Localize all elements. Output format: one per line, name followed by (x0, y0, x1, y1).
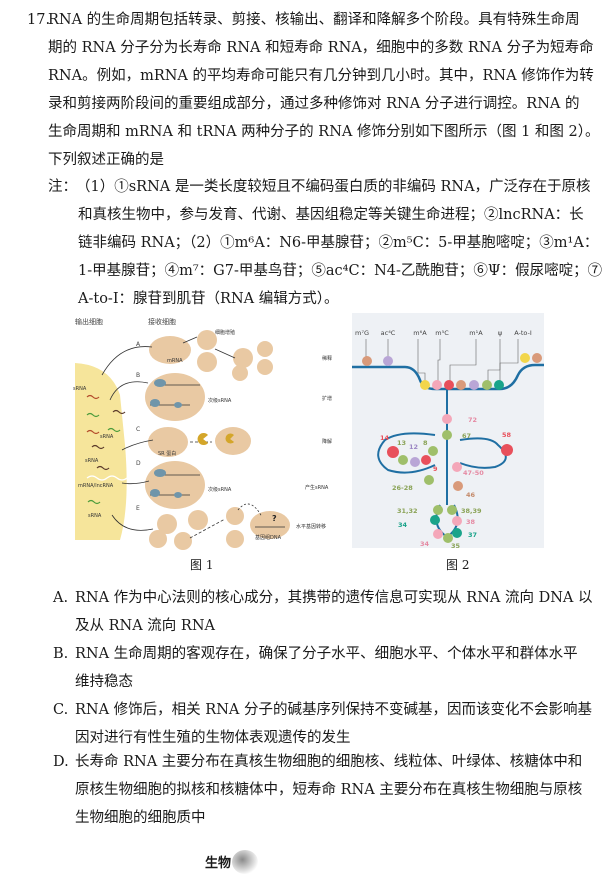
option-d-text: 长寿命 RNA 主要分布在真核生物细胞的细胞核、线粒体、叶绿体、核糖体中和 (75, 754, 583, 770)
pos-46: 46 (466, 491, 476, 499)
note-line: A-to-I：腺苷到肌苷（RNA 编辑方式）。 (78, 291, 339, 307)
label-psi: ψ (498, 329, 502, 337)
row-c-label: C (136, 426, 140, 433)
question-number: 17. (27, 12, 51, 28)
pos-13: 13 (397, 439, 406, 447)
note-label: 注： (48, 179, 77, 195)
label-genome-dna: 基因组DNA (255, 534, 282, 541)
option-a-text: RNA 作为中心法则的核心成分，其携带的遗传信息可实现从 RNA 流向 DNA … (75, 590, 593, 606)
row-d-label: D (136, 460, 141, 467)
label-mrna-lncrna: mRNA/lncRNA (78, 483, 114, 489)
page-footer: 生物 (205, 856, 232, 871)
label-srna: sRNA (85, 458, 99, 464)
stem-line: RNA 的生命周期包括转录、剪接、核输出、翻译和降解多个阶段。具有特殊生命周 (48, 12, 580, 28)
label-srna: sRNA (100, 434, 114, 440)
pos-9: 9 (433, 465, 438, 473)
figure-1-caption: 图 1 (190, 558, 214, 572)
note-line: 和真核生物中，参与发育、代谢、基因组稳定等关键生命进程；②lncRNA：长 (78, 207, 584, 223)
label-produce-srna: 产生sRNA (305, 484, 329, 491)
label-dilute: 稀释 (322, 355, 332, 362)
option-b-label: B. (53, 646, 69, 662)
output-cell-shape (75, 363, 127, 540)
row-e-label: E (136, 505, 140, 512)
pos-14: 14 (380, 434, 390, 442)
label-sr-protein: SR 蛋白 (158, 450, 176, 457)
label-output-cell: 输出细胞 (75, 317, 103, 326)
figure-2-caption: 图 2 (446, 558, 470, 572)
label-m6a: m⁶A (413, 329, 427, 337)
label-srna: sRNA (88, 513, 102, 519)
label-m7g: m⁷G (355, 329, 369, 337)
receiving-cells (145, 330, 290, 550)
note-line: 链非编码 RNA；（2）①m⁶A：N6-甲基腺苷；②m⁵C：5-甲基胞嘧啶；③m… (78, 235, 599, 251)
mrna-strand (352, 363, 544, 391)
label-a-to-i: A-to-I (514, 329, 532, 337)
label-question-mark: ? (272, 514, 277, 523)
label-secondary-srna: 次级sRNA (208, 397, 232, 404)
row-a-label: A (136, 341, 141, 348)
note-line: （1）①sRNA 是一类长度较短且不编码蛋白质的非编码 RNA，广泛存在于原核 (76, 179, 591, 195)
label-mrna: mRNA (167, 358, 183, 364)
stem-line: 生命周期和 mRNA 和 tRNA 两种分子的 RNA 修饰分别如下图所示（图 … (48, 124, 600, 140)
pos-38-39: 38,39 (461, 507, 482, 515)
figure-1-rna-lifecycle: 输出细胞 接收细胞 A B C D E (73, 317, 332, 550)
option-a-text: 及从 RNA 流向 RNA (75, 618, 215, 634)
stem-line: 下列叙述正确的是 (48, 152, 164, 168)
label-degrade: 降解 (322, 438, 332, 445)
pos-47-50: 47-50 (463, 469, 484, 477)
note-line: 1-甲基腺苷；④m⁷：G7-甲基鸟苷；⑤ac⁴C：N4-乙酰胞苷；⑥Ψ：假尿嘧啶… (78, 263, 603, 279)
stem-line: 期的 RNA 分子分为长寿命 RNA 和短寿命 RNA，细胞中的多数 RNA 分… (48, 40, 594, 56)
option-b-text: 维持稳态 (75, 674, 133, 690)
sr-protein-icon (197, 433, 209, 446)
option-b-text: RNA 生命周期的客观存在，确保了分子水平、细胞水平、个体水平和群体水平 (75, 646, 578, 662)
option-d-label: D. (53, 754, 69, 770)
pos-26-28: 26-28 (392, 484, 413, 492)
label-m5c: m⁵C (435, 329, 449, 337)
pos-67: 67 (462, 432, 471, 440)
option-d-text: 原核生物细胞的拟核和核糖体中，短寿命 RNA 主要分布在真核生物细胞与原核 (75, 782, 583, 798)
row-b-label: B (136, 372, 140, 379)
option-c-text: RNA 修饰后，相关 RNA 分子的碱基序列保持不变碱基，因而该变化不会影响基 (75, 702, 592, 718)
stem-line: RNA。例如，mRNA 的平均寿命可能只有几分钟到几小时。其中，RNA 修饰作为… (48, 68, 594, 84)
label-receive-cell: 接收细胞 (148, 317, 176, 326)
label-srna: sRNA (73, 386, 87, 392)
pos-8: 8 (423, 439, 428, 447)
option-c-label: C. (53, 702, 69, 718)
figure-2-trna-modifications: m⁷G ac⁴C m⁶A m⁵C m¹A ψ A-to-I (352, 313, 544, 550)
t-loop (459, 437, 507, 469)
label-ac4c: ac⁴C (381, 329, 396, 337)
label-horizontal-gene-transfer: 水平基因转移 (296, 523, 326, 530)
pos-58: 58 (502, 431, 512, 439)
srna-squiggles (86, 394, 128, 505)
option-a-label: A. (53, 590, 69, 606)
pos-35: 35 (451, 542, 461, 550)
pos-34-i: 34 (398, 521, 408, 529)
label-amplify: 扩增 (322, 395, 332, 402)
stem-line: 录和剪接两阶段间的重要组成部分，通过多种修饰对 RNA 分子进行调控。RNA 的 (48, 96, 580, 112)
label-cell-proliferation: 细胞增殖 (215, 329, 235, 336)
sr-protein-icon (225, 433, 235, 444)
smudge-mark (232, 850, 258, 874)
pos-37: 37 (468, 531, 477, 539)
d-loop (377, 432, 436, 474)
pos-72: 72 (468, 416, 477, 424)
label-m1a: m¹A (469, 329, 483, 337)
option-c-text: 因对进行有性生殖的生物体表观遗传的发生 (75, 730, 351, 746)
pos-12: 12 (409, 443, 418, 451)
label-secondary-srna: 次级sRNA (208, 486, 232, 493)
option-d-text: 生物细胞的细胞质中 (75, 810, 206, 826)
modification-beads (362, 353, 542, 543)
pos-31-32: 31,32 (397, 507, 418, 515)
pos-38: 38 (466, 518, 476, 526)
pos-34: 34 (420, 540, 430, 548)
